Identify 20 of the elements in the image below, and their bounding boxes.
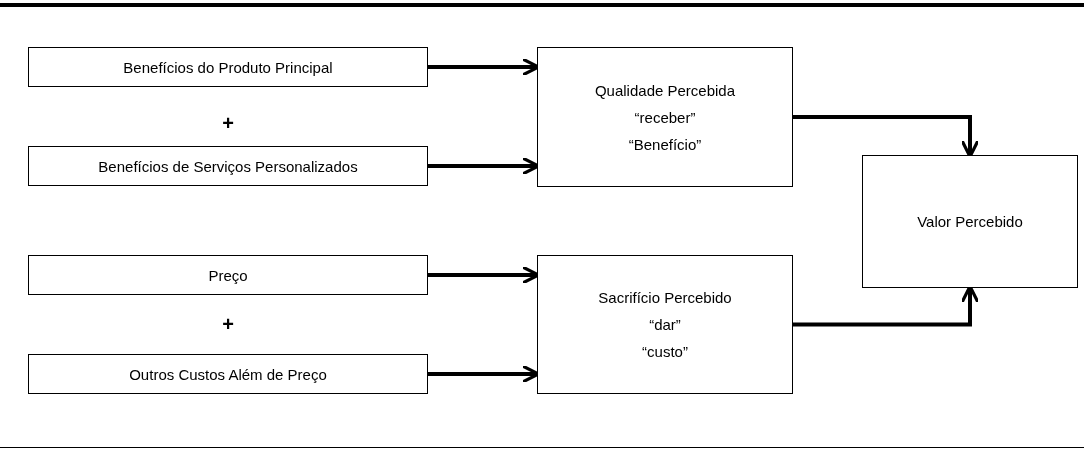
box-text: Sacrifício Percebido xyxy=(598,289,732,306)
plus-sign: + xyxy=(221,313,235,336)
box-text: Valor Percebido xyxy=(917,213,1023,230)
box-text: Outros Custos Além de Preço xyxy=(129,365,327,383)
process-box xyxy=(28,354,428,394)
box-text: “receber” xyxy=(634,108,696,126)
box-text: Preço xyxy=(208,266,248,284)
process-box xyxy=(537,255,793,394)
process-box xyxy=(862,155,1078,288)
process-box xyxy=(537,47,793,187)
box-text: Benefícios do Produto Principal xyxy=(123,58,333,76)
box-text: “Benefício” xyxy=(628,135,702,153)
process-box xyxy=(28,47,428,87)
box-text: Benefícios de Serviços Personalizados xyxy=(98,157,358,175)
box-text: Qualidade Percebida xyxy=(594,81,736,99)
box-text: “dar” xyxy=(649,316,681,333)
process-box xyxy=(28,146,428,186)
process-box xyxy=(28,255,428,295)
plus-sign: + xyxy=(221,112,235,135)
box-text: “custo” xyxy=(642,343,688,360)
